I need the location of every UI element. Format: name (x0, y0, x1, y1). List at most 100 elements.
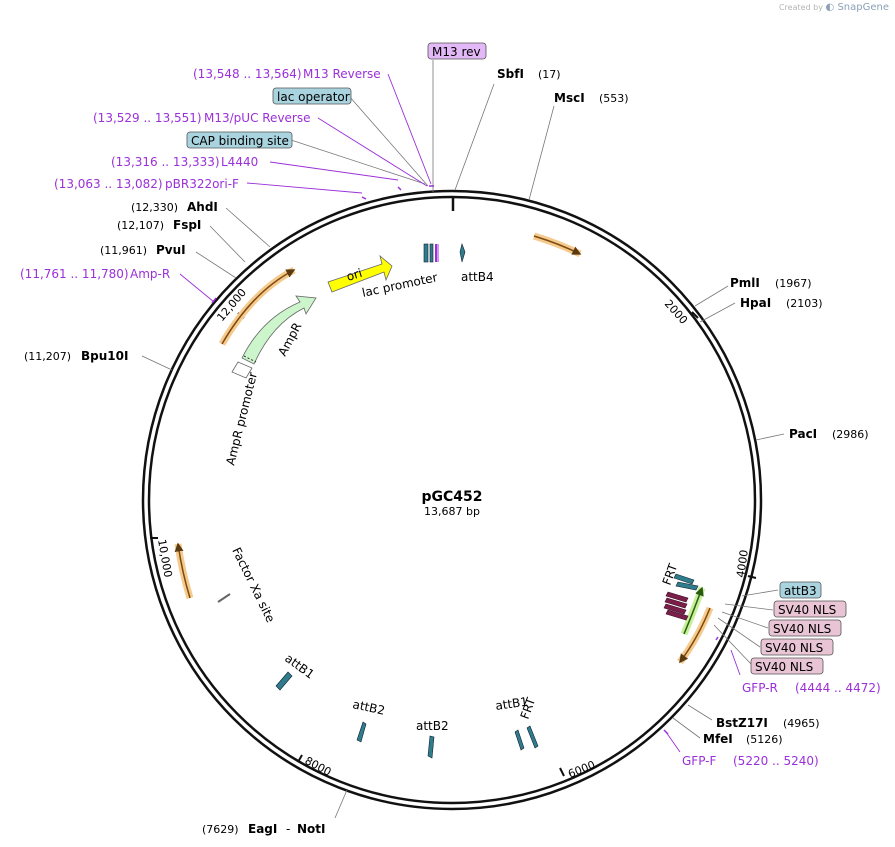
box-m13-rev-text: M13 rev (432, 45, 481, 59)
attb2-b-marker (427, 735, 435, 759)
box-cap-site-bg (186, 131, 293, 149)
leader-attb3 (741, 589, 779, 597)
primer-gfp-f-pos: (5220 .. 5240) (733, 754, 819, 768)
box-sv40-1-text: SV40 NLS (778, 603, 836, 617)
attb4-marker (459, 242, 466, 263)
site-sbfi-name: SbfI (497, 67, 524, 81)
box-attb3-text: attB3 (784, 584, 817, 598)
leader-eagi (334, 789, 348, 819)
attb1-b-marker (514, 729, 525, 751)
ampr-promoter-arrow (231, 361, 253, 379)
site-bpu10i-pos: (11,207) (24, 350, 71, 363)
attb4-label: attB4 (461, 270, 494, 284)
primer-gfp-f-name: GFP-F (682, 754, 717, 768)
site-pvui[interactable]: (11,961) PvuI (100, 243, 186, 257)
primer-l4440-pos: (13,316 .. 13,333) (111, 155, 220, 169)
frt-right-marker-2 (675, 581, 699, 591)
site-ahdi[interactable]: (12,330) AhdI (131, 200, 218, 214)
site-pmli-name: PmlI (730, 276, 760, 290)
box-sv40-4-bg (750, 657, 824, 675)
site-hpai-pos: (2103) (786, 297, 823, 310)
leader-pbr322ori (246, 182, 363, 194)
backbone (141, 189, 763, 811)
box-attb3[interactable]: attB3 (779, 581, 822, 599)
marker-pbr322 (361, 196, 367, 200)
primer-amp-r[interactable]: (11,761 .. 11,780) Amp-R (20, 267, 170, 281)
box-sv40-4-text: SV40 NLS (755, 660, 813, 674)
tick-2000 (691, 311, 699, 319)
site-pvui-name: PvuI (156, 243, 186, 257)
site-paci[interactable]: PacI (2986) (789, 427, 869, 441)
leader-lines (141, 60, 785, 819)
box-lac-operator-text: lac operator (277, 90, 350, 104)
primer-l4440[interactable]: (13,316 .. 13,333) L4440 (111, 155, 258, 169)
frt-right-marker-1 (673, 573, 695, 585)
primer-gfp-r[interactable]: GFP-R (4444 .. 4472) (742, 681, 881, 695)
ori-arrow (327, 254, 393, 293)
nls-marker-1 (665, 591, 689, 603)
site-hpai[interactable]: HpaI (2103) (740, 296, 823, 310)
site-pmli-pos: (1967) (775, 277, 812, 290)
box-m13-rev-bg (427, 42, 487, 60)
site-bpu10i[interactable]: (11,207) Bpu10I (24, 349, 128, 363)
site-mfei[interactable]: MfeI (5126) (703, 732, 783, 746)
attb1-left-marker (275, 671, 293, 691)
lac-operator-marker (429, 243, 434, 263)
box-cap-site[interactable]: CAP binding site (186, 131, 293, 149)
primer-amp-r-pos: (11,761 .. 11,780) (20, 267, 129, 281)
site-ahdi-pos: (12,330) (131, 201, 178, 214)
leader-pmli (694, 285, 729, 307)
box-sv40-3-text: SV40 NLS (765, 641, 823, 655)
site-pmli[interactable]: PmlI (1967) (730, 276, 812, 290)
m13-marker (435, 244, 437, 262)
site-sbfi[interactable]: SbfI (17) (497, 67, 561, 81)
box-sv40-4[interactable]: SV40 NLS (750, 657, 824, 675)
primer-gfp-f[interactable]: GFP-F (5220 .. 5240) (682, 754, 819, 768)
site-msci-pos: (553) (599, 92, 629, 105)
leader-fspi (209, 225, 246, 263)
leader-bstz17i (687, 704, 713, 721)
primer-gfp-r-pos: (4444 .. 4472) (795, 681, 881, 695)
leader-gfp-f (665, 731, 681, 753)
site-eagi-pos: (7629) (202, 823, 239, 836)
box-sv40-1[interactable]: SV40 NLS (773, 600, 847, 618)
primer-m13puc-reverse[interactable]: (13,529 .. 13,551) M13/pUC Reverse (93, 111, 311, 125)
site-paci-pos: (2986) (832, 428, 869, 441)
primer-labels: (13,548 .. 13,564) M13 Reverse (13,529 .… (20, 67, 881, 768)
plasmid-length: 13,687 bp (424, 505, 480, 518)
marker-ampr (211, 297, 217, 304)
box-lac-operator-bg (272, 87, 352, 105)
primer-m13-reverse[interactable]: (13,548 .. 13,564) M13 Reverse (193, 67, 381, 81)
box-sv40-3[interactable]: SV40 NLS (760, 638, 834, 656)
primer-pbr322ori-f-name: pBR322ori-F (165, 177, 239, 191)
site-bstz17i-name: BstZ17I (716, 716, 768, 730)
orf-arcs (174, 232, 714, 665)
tick-label-2000: 2000 (662, 297, 690, 327)
site-eagi-noti[interactable]: (7629) EagI - NotI (202, 822, 326, 836)
box-sv40-2-text: SV40 NLS (773, 622, 831, 636)
bp-ticks: 2000 4000 6000 8000 10,000 12,000 (150, 286, 757, 781)
boxed-labels: M13 rev lac operator CAP binding site at… (186, 42, 847, 675)
primer-m13-reverse-pos: (13,548 .. 13,564) (193, 67, 302, 81)
box-attb3-bg (779, 581, 822, 599)
site-hpai-name: HpaI (740, 296, 771, 310)
box-sv40-2[interactable]: SV40 NLS (768, 619, 842, 637)
orf-right (679, 607, 711, 664)
attb2-b-label: attB2 (416, 719, 449, 733)
factor-xa-label: Factor Xa site (229, 545, 277, 624)
box-m13-rev[interactable]: M13 rev (427, 42, 487, 60)
orf-top-right (533, 235, 582, 255)
site-msci[interactable]: MscI (553) (554, 91, 629, 105)
frt-bottom-marker (526, 725, 539, 749)
primer-amp-r-name: Amp-R (130, 267, 170, 281)
leader-mfei (672, 717, 701, 739)
leader-m13-reverse (387, 73, 432, 185)
site-bstz17i[interactable]: BstZ17I (4965) (716, 716, 820, 730)
box-lac-operator[interactable]: lac operator (272, 87, 352, 105)
tick-label-8000: 8000 (303, 754, 334, 779)
primer-pbr322ori-f[interactable]: (13,063 .. 13,082) pBR322ori-F (54, 177, 239, 191)
orf-bottom-left (174, 542, 191, 599)
site-fspi[interactable]: (12,107) FspI (117, 218, 201, 232)
ampr-promoter-label: AmpR promoter (223, 371, 260, 467)
leader-paci (755, 433, 785, 441)
